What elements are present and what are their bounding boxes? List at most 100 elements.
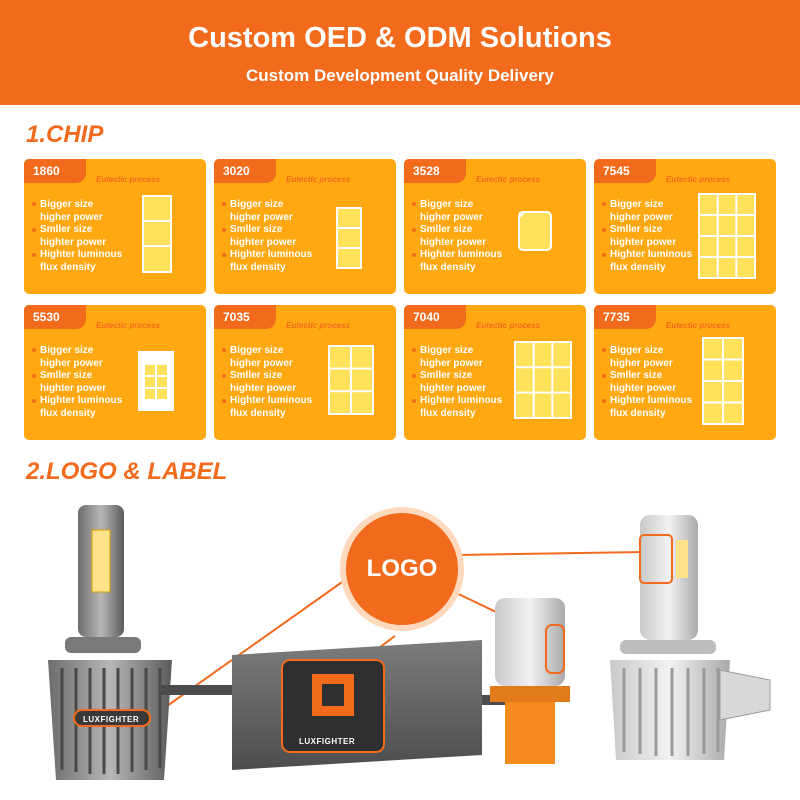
feature-item: higher power (610, 357, 673, 369)
feature-item: Highter luminous (222, 249, 312, 262)
feature-item: Highter luminous (32, 249, 122, 262)
feature-item: Bigger size (32, 345, 122, 358)
feature-item: Highter luminous (602, 395, 692, 408)
chip-card-7035: 7035 Eutectic process Bigger size higher… (214, 305, 396, 440)
feature-item: highter power (420, 236, 487, 248)
feature-list: Bigger size higher power Smller size hig… (602, 345, 692, 421)
chip-model-label: 3528 (404, 159, 466, 183)
led-chip-5530-icon (138, 351, 174, 411)
feature-item: Bigger size (602, 199, 692, 212)
pointer-line (457, 551, 641, 556)
feature-item: flux density (40, 261, 96, 273)
chip-card-3528: 3528 Eutectic process Bigger size higher… (404, 159, 586, 294)
led-t20-bulb (490, 598, 570, 764)
feature-item: Smller size (602, 224, 692, 237)
chip-process-label: Eutectic process (476, 175, 541, 184)
chip-process-label: Eutectic process (286, 175, 351, 184)
feature-item: Bigger size (32, 199, 122, 212)
bulb-brand-label: LUXFIGHTER (83, 715, 139, 724)
feature-item: higher power (40, 211, 103, 223)
feature-item: flux density (610, 261, 666, 273)
led-chip-1860-icon (142, 195, 172, 273)
led-headlight-bulb-left (48, 505, 172, 780)
feature-item: higher power (420, 211, 483, 223)
feature-item: Highter luminous (412, 249, 502, 262)
driver-brand-label: LUXFIGHTER (299, 737, 356, 746)
chip-model-label: 7040 (404, 305, 466, 329)
driver-box (232, 640, 482, 770)
feature-item: Smller size (222, 224, 312, 237)
chip-card-7545: 7545 Eutectic process Bigger size higher… (594, 159, 776, 294)
chip-process-label: Eutectic process (96, 321, 161, 330)
chip-card-7735: 7735 Eutectic process Bigger size higher… (594, 305, 776, 440)
feature-item: higher power (230, 211, 293, 223)
feature-item: Bigger size (412, 199, 502, 212)
feature-list: Bigger size higher power Smller size hig… (222, 199, 312, 275)
led-chip-7545-icon (698, 193, 756, 279)
led-headlight-bulb-right (610, 515, 771, 760)
feature-item: Highter luminous (32, 395, 122, 408)
feature-item: flux density (230, 407, 286, 419)
feature-item: Smller size (32, 370, 122, 383)
feature-item: Smller size (412, 224, 502, 237)
feature-list: Bigger size higher power Smller size hig… (32, 345, 122, 421)
feature-item: Highter luminous (412, 395, 502, 408)
chip-card-7040: 7040 Eutectic process Bigger size higher… (404, 305, 586, 440)
feature-item: Bigger size (412, 345, 502, 358)
feature-list: Bigger size higher power Smller size hig… (412, 199, 502, 275)
feature-item: highter power (230, 236, 297, 248)
feature-list: Bigger size higher power Smller size hig… (602, 199, 692, 275)
logo-bubble: LOGO (340, 507, 464, 631)
feature-item: highter power (40, 236, 107, 248)
page-title: Custom OED & ODM Solutions (188, 22, 612, 54)
chip-process-label: Eutectic process (666, 175, 731, 184)
feature-item: higher power (610, 211, 673, 223)
chip-model-label: 3020 (214, 159, 276, 183)
feature-item: flux density (420, 261, 476, 273)
chip-section-title: 1.CHIP (26, 121, 104, 148)
led-chip-7040-icon (514, 341, 572, 419)
feature-item: highter power (40, 382, 107, 394)
logo-section-title: 2.LOGO & LABEL (26, 458, 228, 485)
feature-item: Bigger size (222, 345, 312, 358)
feature-list: Bigger size higher power Smller size hig… (32, 199, 122, 275)
header-banner: Custom OED & ODM Solutions Custom Develo… (0, 0, 800, 105)
feature-item: flux density (40, 407, 96, 419)
feature-item: higher power (40, 357, 103, 369)
feature-item: highter power (610, 236, 677, 248)
product-illustration: LUXFIGHTER (48, 505, 771, 780)
chip-model-label: 1860 (24, 159, 86, 183)
feature-item: Smller size (222, 370, 312, 383)
feature-item: Bigger size (222, 199, 312, 212)
page-subtitle: Custom Development Quality Delivery (246, 66, 554, 85)
feature-item: highter power (230, 382, 297, 394)
feature-item: highter power (610, 382, 677, 394)
chip-card-3020: 3020 Eutectic process Bigger size higher… (214, 159, 396, 294)
led-chip-7735-icon (702, 337, 744, 425)
led-chip-3528-icon (518, 211, 552, 251)
feature-list: Bigger size higher power Smller size hig… (412, 345, 502, 421)
feature-item: flux density (420, 407, 476, 419)
led-chip-7035-icon (328, 345, 374, 415)
chip-grid: 1860 Eutectic process Bigger size higher… (24, 159, 778, 440)
chip-card-5530: 5530 Eutectic process Bigger size higher… (24, 305, 206, 440)
chip-card-1860: 1860 Eutectic process Bigger size higher… (24, 159, 206, 294)
chip-model-label: 7035 (214, 305, 276, 329)
feature-item: Smller size (412, 370, 502, 383)
chip-process-label: Eutectic process (286, 321, 351, 330)
feature-item: Smller size (602, 370, 692, 383)
chip-process-label: Eutectic process (476, 321, 541, 330)
feature-item: Bigger size (602, 345, 692, 358)
feature-list: Bigger size higher power Smller size hig… (222, 345, 312, 421)
feature-item: Highter luminous (222, 395, 312, 408)
feature-item: higher power (230, 357, 293, 369)
led-chip-3020-icon (336, 207, 362, 269)
feature-item: Highter luminous (602, 249, 692, 262)
feature-item: flux density (610, 407, 666, 419)
chip-model-label: 7735 (594, 305, 656, 329)
feature-item: flux density (230, 261, 286, 273)
chip-model-label: 5530 (24, 305, 86, 329)
feature-item: higher power (420, 357, 483, 369)
feature-item: Smller size (32, 224, 122, 237)
chip-process-label: Eutectic process (96, 175, 161, 184)
